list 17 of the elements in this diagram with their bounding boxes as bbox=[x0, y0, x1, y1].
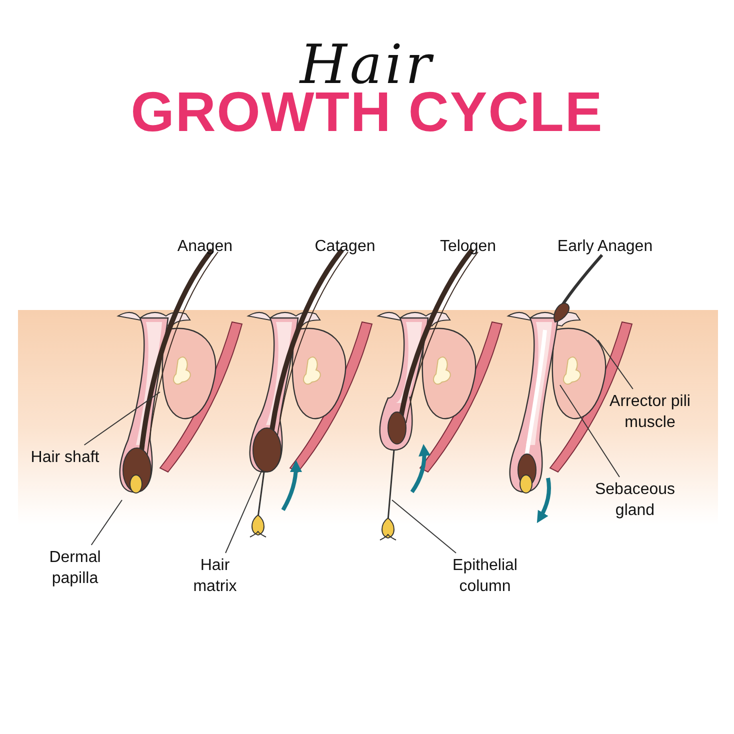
part-label: Dermal papilla bbox=[25, 548, 125, 590]
leader-line bbox=[392, 500, 457, 554]
leader-line bbox=[598, 340, 634, 390]
stage-label: Telogen bbox=[438, 237, 498, 257]
diagram-title: Hair GROWTH CYCLE bbox=[130, 38, 604, 140]
leader-line bbox=[84, 392, 160, 446]
part-label: Sebaceous gland bbox=[580, 480, 690, 522]
part-label: Epithelial column bbox=[430, 556, 540, 598]
leader-line bbox=[90, 500, 122, 546]
leader-line bbox=[560, 384, 620, 478]
part-label: Arrector pili muscle bbox=[590, 392, 710, 434]
stage-label: Catagen bbox=[314, 237, 376, 257]
part-label: Hair matrix bbox=[180, 556, 250, 598]
part-label: Hair shaft bbox=[25, 448, 105, 469]
stage-label: Early Anagen bbox=[556, 237, 654, 257]
stage-label: Anagen bbox=[176, 237, 234, 257]
leader-line bbox=[225, 470, 262, 554]
